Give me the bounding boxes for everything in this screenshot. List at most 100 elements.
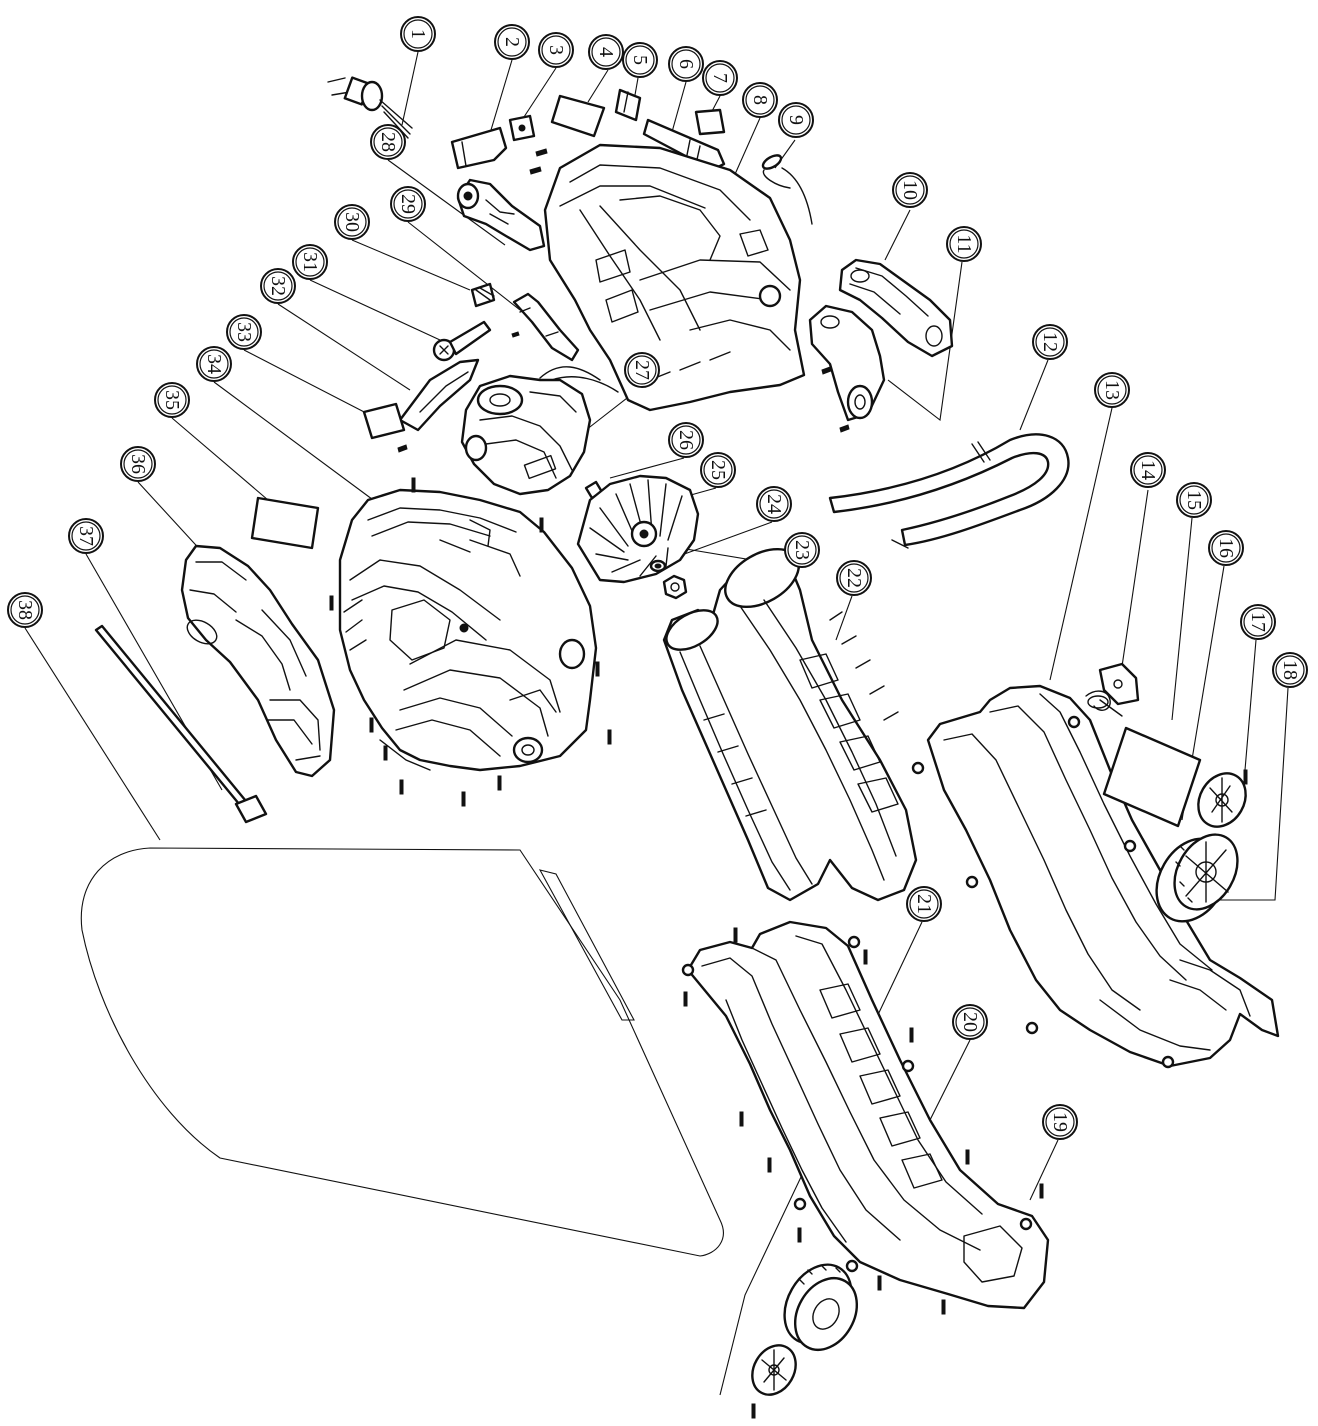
callout-10: 10: [892, 172, 928, 208]
callout-30: 30: [334, 204, 370, 240]
part-motor: [460, 366, 619, 496]
part-switch-button: [694, 108, 726, 136]
svg-text:27: 27: [631, 360, 653, 380]
part-left-housing: [338, 488, 598, 772]
callout-19: 19: [1042, 1104, 1078, 1140]
screws-lower-tube: [683, 927, 1044, 1315]
callout-18: 18: [1272, 652, 1308, 688]
svg-text:5: 5: [629, 55, 651, 65]
part-washer: [649, 559, 667, 573]
part-big-wheel-21: [783, 1263, 859, 1351]
callout-13: 13: [1094, 372, 1130, 408]
part-label-4: [550, 94, 606, 138]
svg-text:13: 13: [1101, 380, 1123, 400]
svg-text:26: 26: [675, 430, 697, 450]
svg-text:12: 12: [1039, 332, 1061, 352]
svg-text:3: 3: [545, 45, 567, 55]
callout-33: 33: [226, 314, 262, 350]
svg-text:24: 24: [763, 494, 785, 514]
part-collection-bag: [80, 847, 724, 1257]
svg-text:34: 34: [203, 354, 225, 374]
part-label-33: [362, 402, 408, 453]
callout-11: 11: [946, 226, 982, 262]
part-spring: [470, 282, 496, 308]
svg-text:36: 36: [127, 454, 149, 474]
callout-36: 36: [120, 446, 156, 482]
callout-20: 20: [952, 1004, 988, 1040]
svg-text:4: 4: [595, 47, 617, 57]
part-cord-sleeve: [450, 126, 508, 170]
part-switch-5: [614, 88, 642, 122]
callout-27: 27: [624, 352, 660, 388]
callout-7: 7: [702, 60, 738, 96]
svg-text:2: 2: [501, 37, 523, 47]
part-latch: [1098, 662, 1140, 706]
part-upper-tube: [662, 547, 918, 902]
callout-28: 28: [370, 124, 406, 160]
part-cord-holder: [456, 178, 546, 252]
svg-text:15: 15: [1183, 490, 1205, 510]
part-hose: [828, 433, 1070, 549]
svg-text:16: 16: [1215, 538, 1237, 558]
svg-text:22: 22: [843, 568, 865, 588]
part-grip-insert: [398, 358, 480, 432]
svg-text:33: 33: [233, 322, 255, 342]
leader-lines: [24, 51, 1289, 1396]
callout-37: 37: [68, 518, 104, 554]
callout-14: 14: [1130, 452, 1166, 488]
callout-8: 8: [742, 82, 778, 118]
svg-text:30: 30: [341, 212, 363, 232]
svg-text:25: 25: [707, 460, 729, 480]
callout-4: 4: [588, 34, 624, 70]
callout-1: 1: [400, 16, 436, 52]
callout-15: 15: [1176, 482, 1212, 518]
callout-25: 25: [700, 452, 736, 488]
callout-26: 26: [668, 422, 704, 458]
svg-text:6: 6: [675, 59, 697, 69]
svg-text:20: 20: [959, 1012, 981, 1032]
part-cord-clamp: [508, 114, 548, 175]
svg-text:38: 38: [14, 600, 36, 620]
callout-35: 35: [154, 382, 190, 418]
part-small-wheel-21: [751, 1344, 797, 1419]
part-upper-housing-right: [543, 143, 806, 412]
callout-5: 5: [622, 42, 658, 78]
svg-text:14: 14: [1137, 460, 1159, 480]
screws-left-housing: [329, 477, 612, 807]
part-nut: [662, 574, 688, 600]
callout-32: 32: [260, 268, 296, 304]
part-capacitor: [761, 154, 813, 225]
callout-16: 16: [1208, 530, 1244, 566]
callout-21: 21: [906, 886, 942, 922]
svg-text:29: 29: [397, 194, 419, 214]
part-impeller: [576, 474, 700, 584]
part-switch-holder: [511, 292, 580, 362]
callout-22: 22: [836, 560, 872, 596]
part-right-tube-housing: [911, 684, 1280, 1069]
callout-23: 23: [784, 532, 820, 568]
callout-17: 17: [1240, 604, 1276, 640]
callout-9: 9: [778, 102, 814, 138]
part-big-wheel-18: [1155, 833, 1239, 923]
part-lower-tube: [681, 920, 1050, 1310]
svg-text:8: 8: [749, 95, 771, 105]
part-small-wheel-17: [1197, 769, 1248, 828]
svg-text:17: 17: [1247, 612, 1269, 632]
part-cable-tie: [94, 624, 268, 824]
svg-text:35: 35: [161, 390, 183, 410]
part-label-35: [250, 496, 320, 550]
svg-text:18: 18: [1279, 660, 1301, 680]
svg-text:19: 19: [1049, 1112, 1071, 1132]
svg-text:1: 1: [407, 29, 429, 39]
svg-text:9: 9: [785, 115, 807, 125]
svg-text:23: 23: [791, 540, 813, 560]
svg-text:28: 28: [377, 132, 399, 152]
svg-text:10: 10: [899, 180, 921, 200]
part-label-16: [1102, 726, 1202, 828]
svg-text:7: 7: [709, 73, 731, 83]
callouts: 1 2 3 4 5 6 7 8 9 10 11 12 13 14 15 16 1…: [7, 16, 1308, 1140]
svg-text:37: 37: [75, 526, 97, 546]
svg-text:21: 21: [913, 894, 935, 914]
part-switch-knob: [432, 320, 492, 362]
